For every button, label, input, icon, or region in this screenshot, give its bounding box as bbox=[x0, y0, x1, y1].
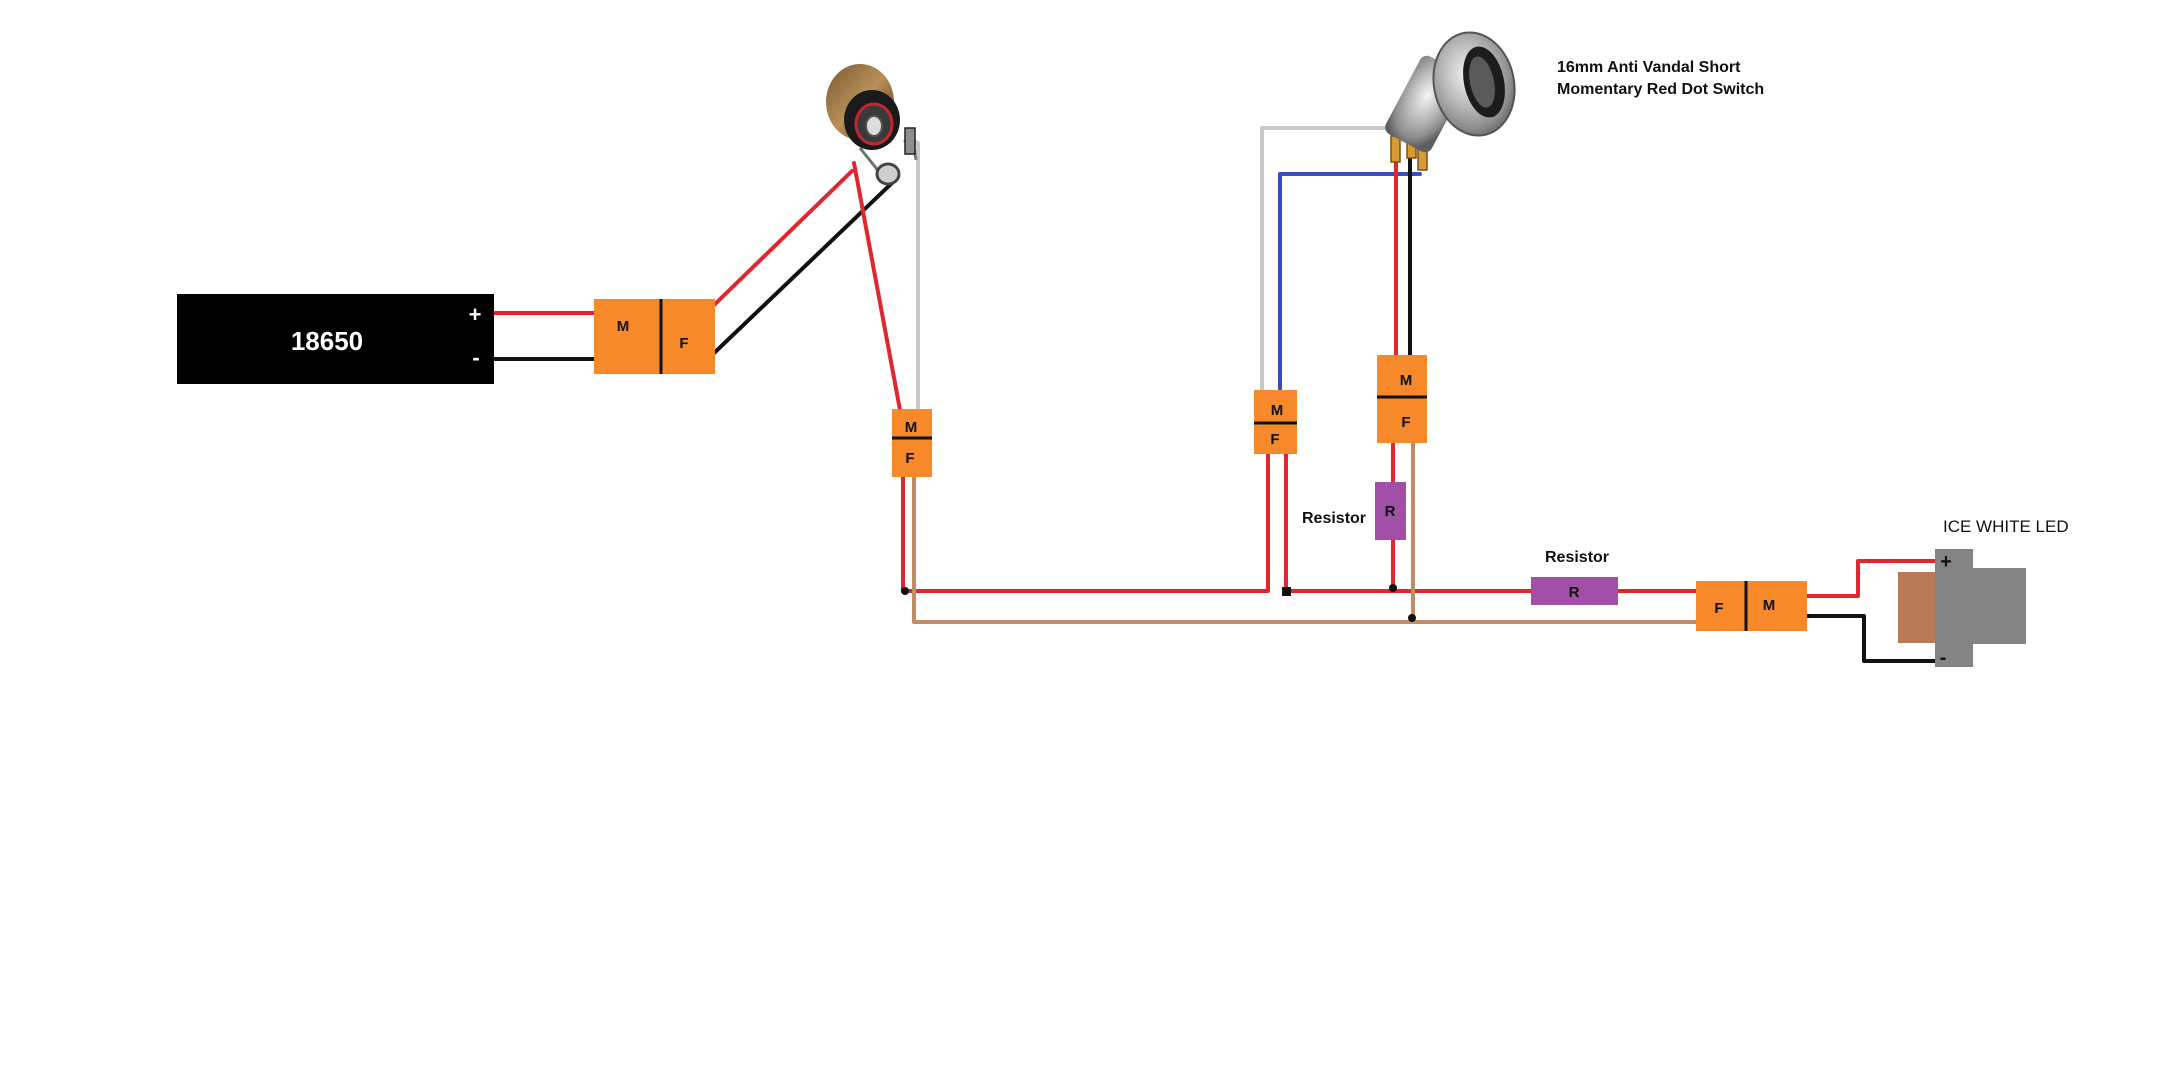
connector-led: F M bbox=[1696, 581, 1807, 631]
wire-led-negative bbox=[1802, 614, 1937, 663]
dc-jack-image bbox=[826, 64, 918, 186]
led-body bbox=[1935, 549, 1973, 667]
led-plus-terminal: + bbox=[1940, 551, 1952, 573]
connector-body bbox=[892, 409, 932, 477]
dc-jack-hole bbox=[865, 115, 883, 137]
wire-jack-white-down bbox=[910, 138, 920, 412]
connector-body bbox=[594, 299, 715, 374]
switch-label-line-1: 16mm Anti Vandal Short bbox=[1557, 59, 1741, 76]
connector-body bbox=[1377, 355, 1427, 443]
wire-connector-to-jack-black bbox=[710, 181, 894, 357]
led-body-front bbox=[1973, 568, 2026, 644]
connector-female-label: F bbox=[679, 335, 688, 352]
battery-label: 18650 bbox=[291, 326, 363, 356]
connector-male-label: M bbox=[617, 318, 630, 335]
led-label: ICE WHITE LED bbox=[1943, 517, 2069, 536]
resistor-symbol: R bbox=[1385, 503, 1396, 520]
connector-female-label: F bbox=[1401, 414, 1410, 431]
wire-led-positive bbox=[1802, 559, 1937, 598]
junction-dot bbox=[1389, 584, 1397, 592]
wire-switch-blue bbox=[1278, 172, 1422, 394]
switch-button-highlight bbox=[1469, 56, 1495, 108]
connector-male-label: M bbox=[1400, 372, 1413, 389]
wire-red-bus-left bbox=[901, 450, 1270, 593]
led-ice-white: + - ICE WHITE LED bbox=[1898, 517, 2069, 669]
connector-body bbox=[1696, 581, 1807, 631]
connector-battery: M F bbox=[594, 299, 715, 374]
junction-dots bbox=[901, 584, 1416, 622]
connector-female-label: F bbox=[905, 450, 914, 467]
dc-jack-lug bbox=[875, 162, 901, 186]
resistor-vertical: R Resistor bbox=[1302, 482, 1406, 540]
junction-dot bbox=[1282, 587, 1291, 596]
connector-male-label: M bbox=[1271, 402, 1284, 419]
led-lens bbox=[1898, 572, 1938, 643]
resistor-label: Resistor bbox=[1302, 510, 1366, 527]
connector-male-label: M bbox=[905, 419, 918, 436]
connector-switch-left: M F bbox=[1254, 390, 1297, 454]
connector-female-label: F bbox=[1714, 600, 1723, 617]
connector-switch-right: M F bbox=[1377, 355, 1427, 443]
connector-jack: M F bbox=[892, 409, 932, 477]
battery-plus-terminal: + bbox=[469, 302, 482, 327]
connector-male-label: M bbox=[1763, 597, 1776, 614]
wire-jack-red-down bbox=[852, 161, 902, 412]
resistor-body bbox=[1531, 577, 1618, 605]
wire-brown-bus bbox=[912, 474, 1698, 624]
connector-female-label: F bbox=[1270, 431, 1279, 448]
junction-dot bbox=[901, 587, 909, 595]
switch-label-line-2: Momentary Red Dot Switch bbox=[1557, 81, 1764, 98]
switch-terminal bbox=[1390, 135, 1401, 163]
led-minus-terminal: - bbox=[1940, 647, 1947, 669]
battery-18650: 18650 + - bbox=[177, 294, 494, 384]
wire-connector-to-jack-red bbox=[710, 169, 854, 309]
wire-switch-white bbox=[1260, 126, 1392, 394]
resistor-horizontal: R Resistor bbox=[1531, 549, 1618, 605]
battery-minus-terminal: - bbox=[472, 345, 479, 370]
resistor-symbol: R bbox=[1569, 584, 1580, 601]
dc-jack-tab bbox=[904, 127, 916, 155]
battery-body bbox=[177, 294, 494, 384]
resistor-label: Resistor bbox=[1545, 549, 1609, 566]
switch-image: 16mm Anti Vandal Short Momentary Red Dot… bbox=[1385, 31, 1764, 171]
junction-dot bbox=[1408, 614, 1416, 622]
resistor-body bbox=[1375, 482, 1406, 540]
